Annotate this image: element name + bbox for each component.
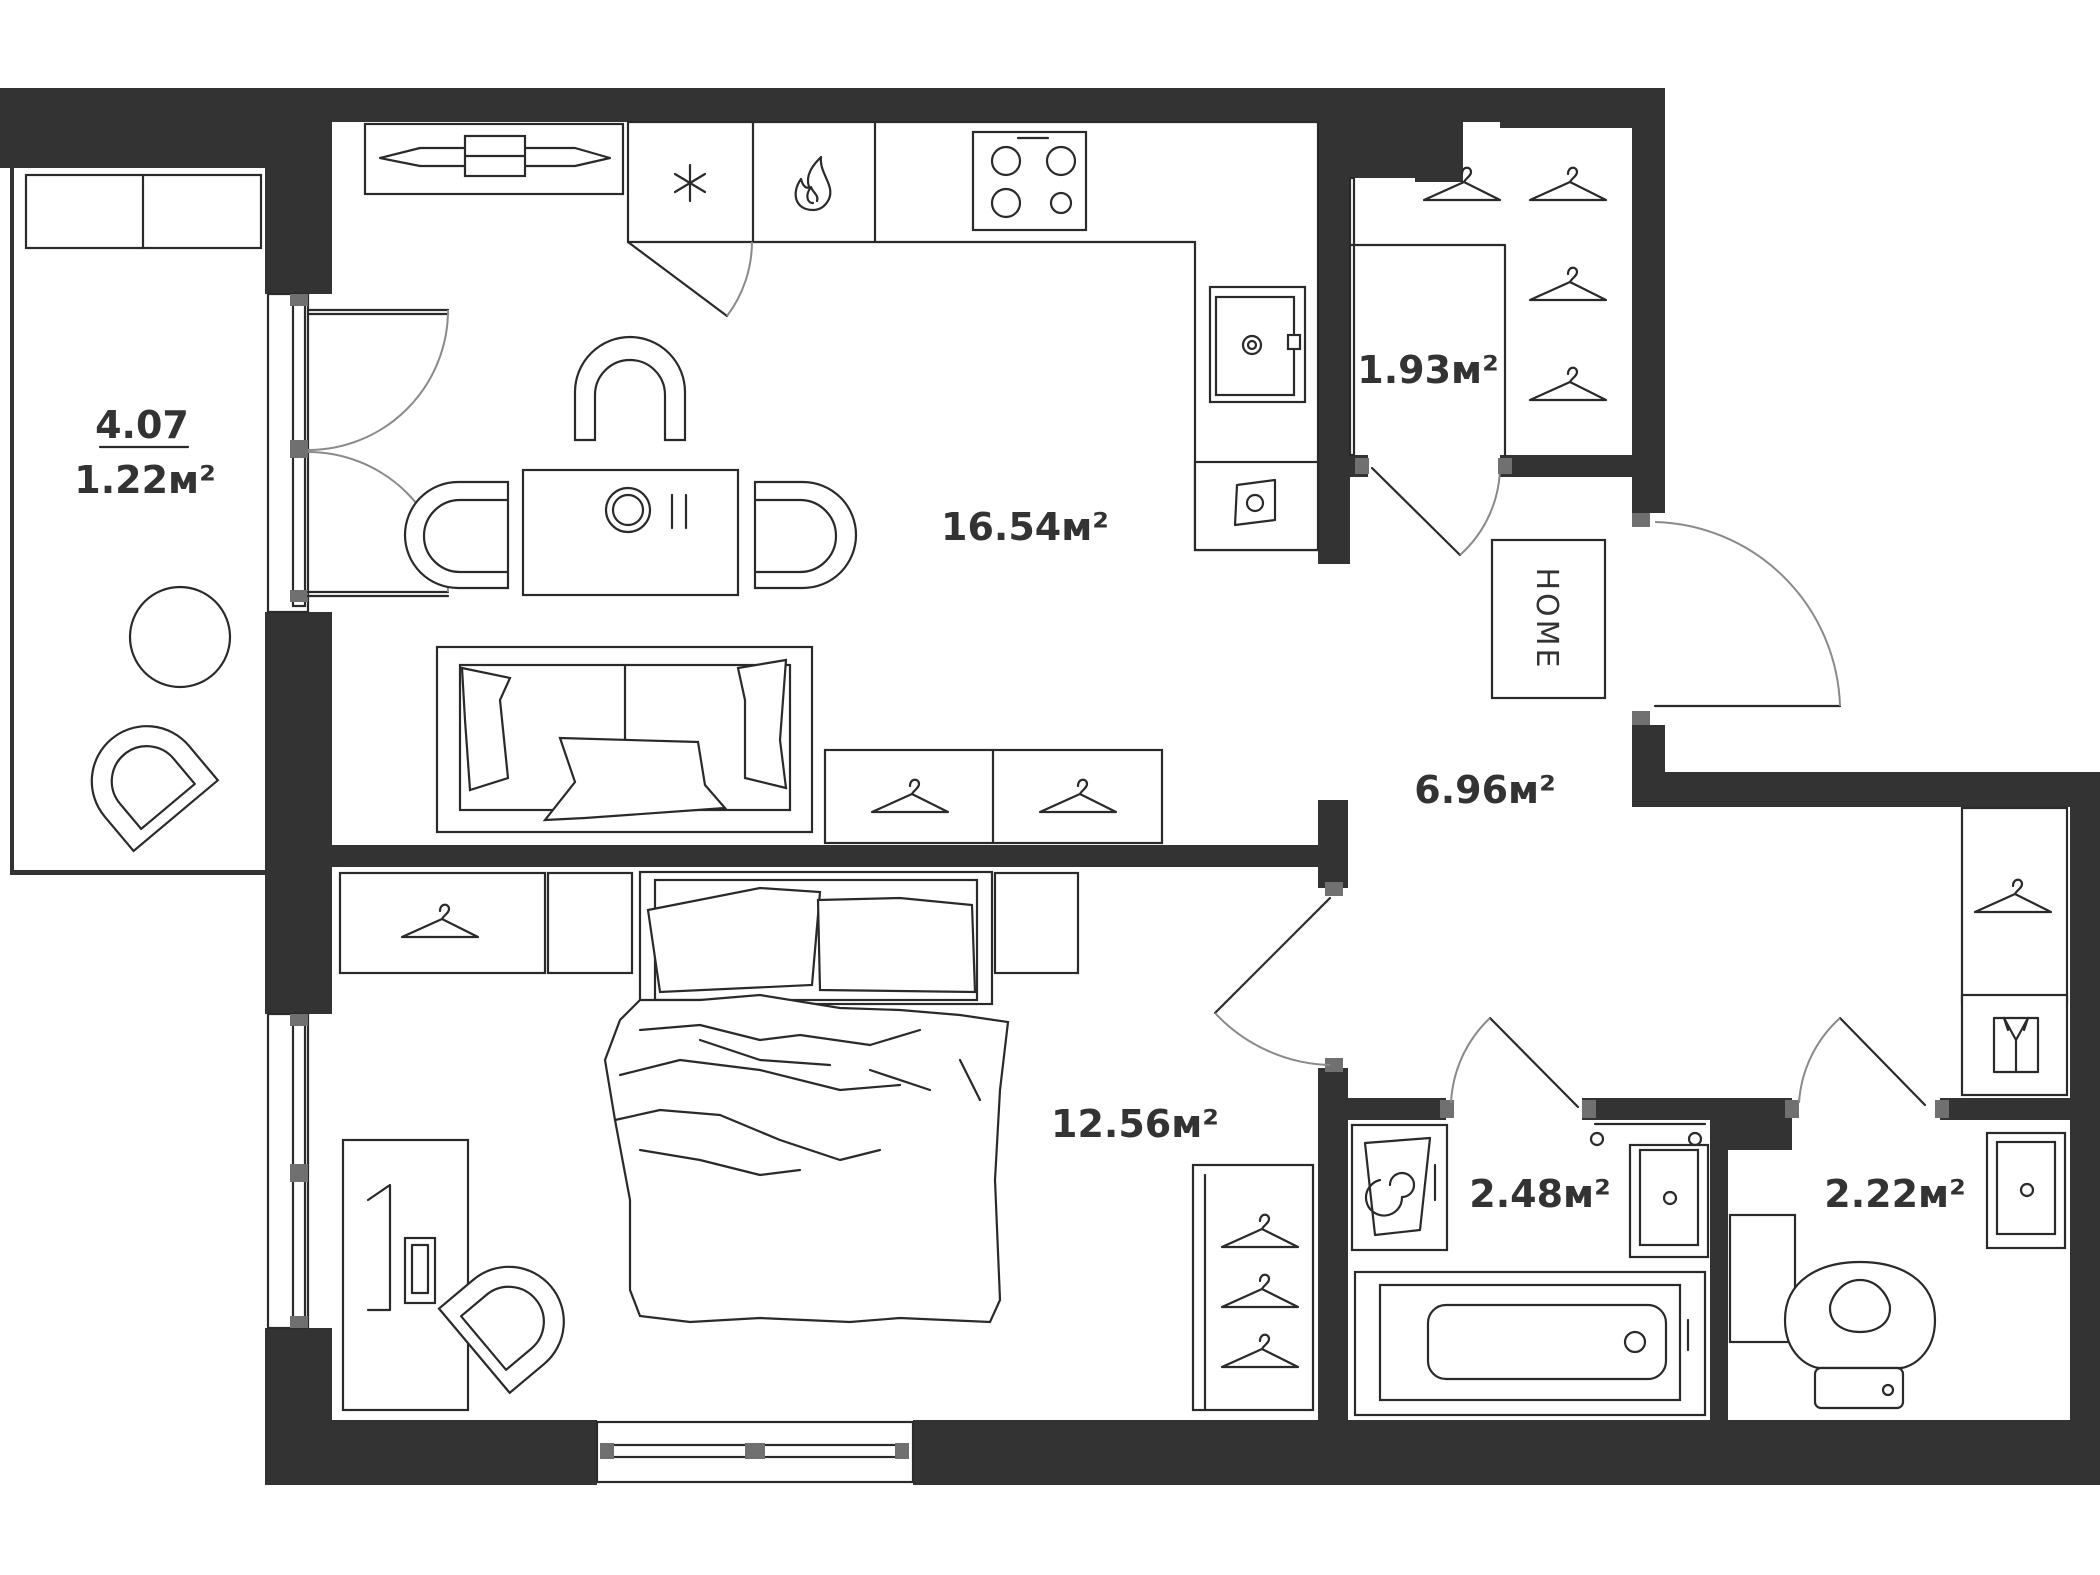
toilet-area: 2.22м²: [1824, 1172, 1965, 1216]
bathroom-area: 2.48м²: [1469, 1172, 1610, 1216]
sofa: [435, 645, 814, 834]
towel-rail: [1589, 1122, 1707, 1147]
kitchen-sink: [1208, 285, 1307, 404]
wardrobe-area: 1.93м²: [1357, 348, 1498, 392]
shirt-icon: [1992, 1016, 2040, 1074]
window-bottom: [595, 1420, 915, 1484]
doormat-text: HOME: [1529, 567, 1564, 670]
toilet-room: [1728, 806, 2069, 1410]
bathtub: [1353, 1270, 1707, 1417]
balcony-armchair: [90, 725, 220, 853]
balcony-table: [128, 585, 232, 689]
bedroom-door: [1213, 882, 1343, 1072]
dining-set: [403, 335, 858, 597]
balcony-door: [306, 308, 450, 598]
kitchen-area: 16.54м²: [941, 505, 1109, 549]
toilet-sink: [1985, 1131, 2067, 1250]
desk-area: [341, 1138, 565, 1412]
snowflake-icon: [673, 163, 707, 203]
bedroom-closet: [1191, 1163, 1315, 1412]
dishwasher-icon: [1193, 460, 1320, 552]
kitchen: [363, 120, 1320, 552]
walls: [0, 88, 2100, 1485]
window-bedroom: [266, 1012, 310, 1330]
desk-chair: [437, 1265, 565, 1395]
bed: [603, 870, 1010, 1324]
toilet-bowl: [1783, 1260, 1937, 1410]
window-kitchen: [266, 292, 310, 614]
bathroom: [1350, 1016, 1710, 1417]
hallway-area: 6.96м²: [1414, 768, 1555, 812]
sideboard: [823, 748, 1164, 845]
chair-top: [573, 335, 687, 442]
balcony-area: 1.22м²: [74, 458, 215, 502]
balcony: [24, 173, 263, 853]
doormat: HOME: [1490, 538, 1607, 700]
wardrobe-closet: [1348, 166, 1608, 557]
bathroom-sink: [1628, 1143, 1710, 1259]
bedroom-wardrobe: [338, 871, 1080, 975]
room-labels: 4.07 1.22м² 16.54м² 1.93м² 6.96м² 12.56м…: [74, 348, 1965, 1216]
balcony-label-top: 4.07: [95, 403, 189, 447]
entrance-door: [1632, 513, 1842, 725]
chair-right: [753, 480, 858, 590]
chair-left: [403, 480, 510, 590]
flame-icon: [794, 155, 832, 212]
bedroom-area: 12.56м²: [1051, 1102, 1219, 1146]
cooktop: [971, 130, 1088, 232]
